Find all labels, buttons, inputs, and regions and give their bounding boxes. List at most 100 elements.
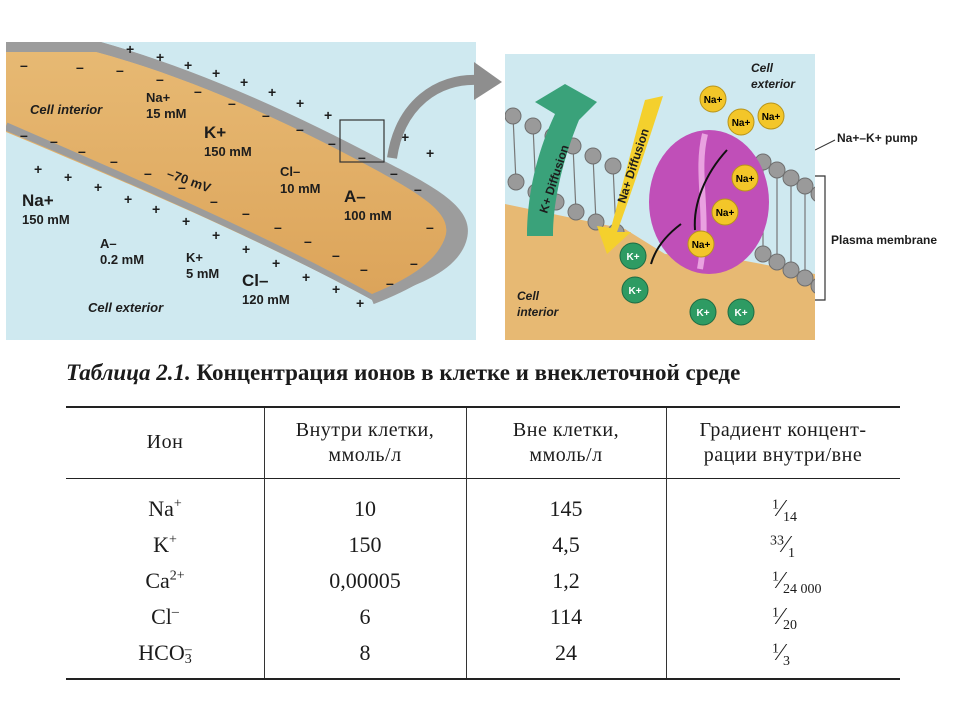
fraction-slash: ⁄ bbox=[779, 496, 784, 522]
inside-k-ion: K+ bbox=[204, 123, 226, 142]
header-ion: Ион bbox=[146, 431, 184, 453]
gradient-fraction: 1⁄24 000 bbox=[772, 568, 822, 598]
plus-sign: + bbox=[156, 49, 164, 65]
minus-sign: – bbox=[304, 233, 312, 249]
minus-sign: – bbox=[50, 133, 58, 149]
minus-sign: – bbox=[178, 179, 186, 195]
lipid-head bbox=[768, 253, 786, 271]
lipid-head bbox=[587, 213, 605, 231]
minus-sign: – bbox=[328, 135, 336, 151]
k-diffusion-arrow bbox=[527, 84, 597, 236]
lipid-head bbox=[810, 186, 815, 202]
plus-sign: + bbox=[302, 269, 310, 285]
outside-k-ion: K+ bbox=[186, 250, 203, 265]
gradient-denominator: 3 bbox=[783, 654, 791, 669]
lipid-tail bbox=[572, 145, 577, 213]
na-diffusion-arrow bbox=[597, 96, 663, 254]
pump-exterior-label-1: Cell bbox=[751, 61, 774, 75]
minus-sign: – bbox=[116, 62, 124, 78]
table-bottom-rule bbox=[66, 678, 900, 680]
minus-sign: – bbox=[358, 149, 366, 165]
lipid-head bbox=[505, 107, 522, 125]
plus-sign: + bbox=[268, 84, 276, 100]
plus-sign: + bbox=[401, 129, 409, 145]
ion-symbol: K bbox=[153, 532, 169, 557]
upper-membrane-edge bbox=[6, 42, 459, 305]
plus-sign: + bbox=[242, 241, 250, 257]
negative-charges-inner: – – – – – – – – – – – – – – – – – – – – … bbox=[20, 57, 434, 291]
na-ions: Na+ Na+ Na+ Na+ Na+ Na+ bbox=[687, 85, 785, 258]
pump-exterior-label-2: exterior bbox=[751, 77, 796, 91]
lipid-head bbox=[796, 177, 814, 195]
svg-text:Na+: Na+ bbox=[762, 112, 781, 123]
plus-sign: + bbox=[64, 169, 72, 185]
outside-value: 114 bbox=[549, 604, 583, 629]
lower-exterior-region bbox=[6, 132, 376, 340]
positive-charges-outer: + + + + + + + + + + + + + + + + + + + + … bbox=[34, 42, 434, 311]
ion-charge: 2+ bbox=[169, 568, 185, 584]
gradient-denominator: 14 bbox=[783, 510, 798, 525]
header-inside-line1: Внутри клетки, bbox=[295, 419, 435, 441]
pump-label: Na+–K+ pump bbox=[837, 131, 918, 145]
table-title-text: Концентрация ионов в клетке и внеклеточн… bbox=[196, 360, 741, 385]
outside-cl-conc: 120 mM bbox=[242, 292, 290, 307]
outside-na-ion: Na+ bbox=[22, 191, 54, 210]
minus-sign: – bbox=[20, 127, 28, 143]
lipid-head bbox=[567, 203, 585, 221]
plus-sign: + bbox=[34, 161, 42, 177]
membrane-label: Plasma membrane bbox=[831, 233, 937, 247]
header-gradient-line2: рации внутри/вне bbox=[703, 444, 863, 466]
lipid-head bbox=[524, 117, 542, 135]
outside-value: 24 bbox=[555, 640, 577, 665]
plus-sign: + bbox=[212, 227, 220, 243]
inside-na-conc: 15 mM bbox=[146, 106, 186, 121]
k-ion: K+ bbox=[689, 298, 717, 326]
k-ions: K+ K+ K+ K+ bbox=[619, 242, 755, 326]
column-divider bbox=[264, 408, 265, 678]
plus-sign: + bbox=[152, 201, 160, 217]
outside-a-ion: A– bbox=[100, 236, 117, 251]
inside-value: 6 bbox=[359, 604, 371, 629]
pump-leader-line bbox=[815, 139, 836, 151]
inside-cl-conc: 10 mM bbox=[280, 181, 320, 196]
pump-interior-label-2: interior bbox=[517, 305, 560, 319]
minus-sign: – bbox=[110, 153, 118, 169]
ion-cell: K+ bbox=[66, 532, 264, 558]
table-title: Таблица 2.1. Концентрация ионов в клетке… bbox=[66, 360, 740, 386]
table-header-rule bbox=[66, 478, 900, 479]
ion-charge: + bbox=[168, 532, 177, 548]
zoom-arrow-shaft bbox=[387, 74, 479, 159]
svg-text:K+: K+ bbox=[734, 308, 747, 319]
inside-a-conc: 100 mM bbox=[344, 208, 392, 223]
cell-exterior-label: Cell exterior bbox=[88, 300, 164, 315]
gradient-denominator: 24 000 bbox=[783, 582, 822, 597]
gradient-numerator: 1 bbox=[772, 641, 779, 657]
minus-sign: – bbox=[78, 143, 86, 159]
svg-text:Na+: Na+ bbox=[716, 208, 735, 219]
minus-sign: – bbox=[144, 165, 152, 181]
lipid-head bbox=[782, 169, 800, 187]
ion-symbol: Na bbox=[148, 496, 174, 521]
minus-sign: – bbox=[390, 165, 398, 181]
header-outside-line1: Вне клетки, bbox=[512, 419, 620, 441]
inside-na-ion: Na+ bbox=[146, 90, 171, 105]
inside-value: 150 bbox=[348, 532, 382, 557]
outside-value: 4,5 bbox=[552, 532, 580, 557]
k-pump-arrow bbox=[650, 223, 682, 265]
minus-sign: – bbox=[228, 95, 236, 111]
plus-sign: + bbox=[94, 179, 102, 195]
gradient-fraction: 1⁄20 bbox=[772, 604, 797, 634]
outside-value: 1,2 bbox=[552, 568, 580, 593]
gradient-numerator: 1 bbox=[772, 605, 779, 621]
k-ion: K+ bbox=[621, 276, 649, 304]
na-ion: Na+ bbox=[757, 102, 785, 130]
lipid-head bbox=[796, 269, 814, 287]
outside-k-conc: 5 mM bbox=[186, 266, 219, 281]
plus-sign: + bbox=[182, 213, 190, 229]
na-pump-arrow bbox=[693, 149, 728, 231]
ion-concentration-table: Таблица 2.1. Концентрация ионов в клетке… bbox=[0, 350, 960, 720]
minus-sign: – bbox=[414, 181, 422, 197]
gradient-numerator: 33 bbox=[770, 533, 784, 549]
minus-sign: – bbox=[262, 107, 270, 123]
table-number: Таблица 2.1. bbox=[66, 360, 191, 385]
